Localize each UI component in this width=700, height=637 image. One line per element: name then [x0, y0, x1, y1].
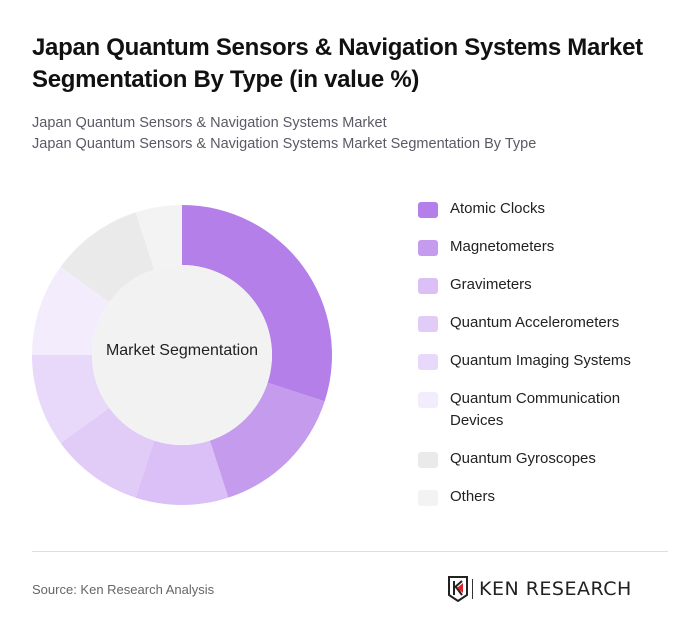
legend-swatch — [418, 278, 438, 294]
legend-label: Magnetometers — [450, 238, 555, 255]
donut-segment-quantum-imaging-systems — [32, 355, 110, 444]
chart-title: Japan Quantum Sensors & Navigation Syste… — [32, 34, 643, 93]
donut-segment-quantum-accelerometers — [60, 407, 155, 498]
subtitle-line-1: Japan Quantum Sensors & Navigation Syste… — [32, 115, 387, 131]
legend-swatch — [418, 452, 438, 468]
donut-segment-others — [135, 205, 182, 270]
donut-segment-magnetometers — [209, 382, 325, 498]
legend-label: Quantum Imaging Systems — [450, 352, 631, 369]
legend-swatch — [418, 240, 438, 256]
chart-subtitle: Japan Quantum Sensors & Navigation Syste… — [32, 113, 536, 155]
legend-item: Quantum Gyroscopes — [418, 448, 678, 470]
legend-swatch — [418, 490, 438, 506]
legend-label: Gravimeters — [450, 276, 532, 293]
footer-divider — [32, 551, 668, 552]
legend-item: Others — [418, 486, 678, 508]
legend-swatch — [418, 354, 438, 370]
donut-chart — [32, 205, 332, 505]
legend-item: Quantum Accelerometers — [418, 312, 678, 334]
legend-label: Quantum Communication Devices — [450, 390, 621, 429]
donut-segment-quantum-gyroscopes — [60, 212, 155, 303]
legend-label: Quantum Gyroscopes — [450, 450, 596, 467]
legend-item: Atomic Clocks — [418, 198, 678, 220]
legend-item: Quantum Communication Devices — [418, 388, 678, 432]
legend-item: Quantum Imaging Systems — [418, 350, 678, 372]
donut-segment-quantum-communication-devices — [32, 266, 110, 355]
legend-item: Magnetometers — [418, 236, 678, 258]
ken-research-logo-icon — [448, 576, 468, 602]
donut-segment-atomic-clocks — [182, 205, 332, 402]
legend-swatch — [418, 392, 438, 408]
source-note: Source: Ken Research Analysis — [32, 582, 215, 597]
legend-label: Atomic Clocks — [450, 200, 546, 217]
donut-segment-gravimeters — [135, 440, 229, 505]
ken-research-logo: KEN RESEARCH — [448, 576, 632, 602]
donut-hole — [92, 265, 272, 445]
subtitle-line-2: Japan Quantum Sensors & Navigation Syste… — [32, 136, 537, 152]
legend-label: Quantum Accelerometers — [450, 314, 620, 331]
legend-swatch — [418, 316, 438, 332]
donut-center-label: Market Segmentation — [105, 342, 259, 359]
legend-item: Gravimeters — [418, 274, 678, 296]
legend-label: Others — [450, 488, 496, 505]
legend-swatch — [418, 202, 438, 218]
logo-text: KEN RESEARCH — [479, 578, 632, 600]
logo-separator — [472, 579, 473, 599]
